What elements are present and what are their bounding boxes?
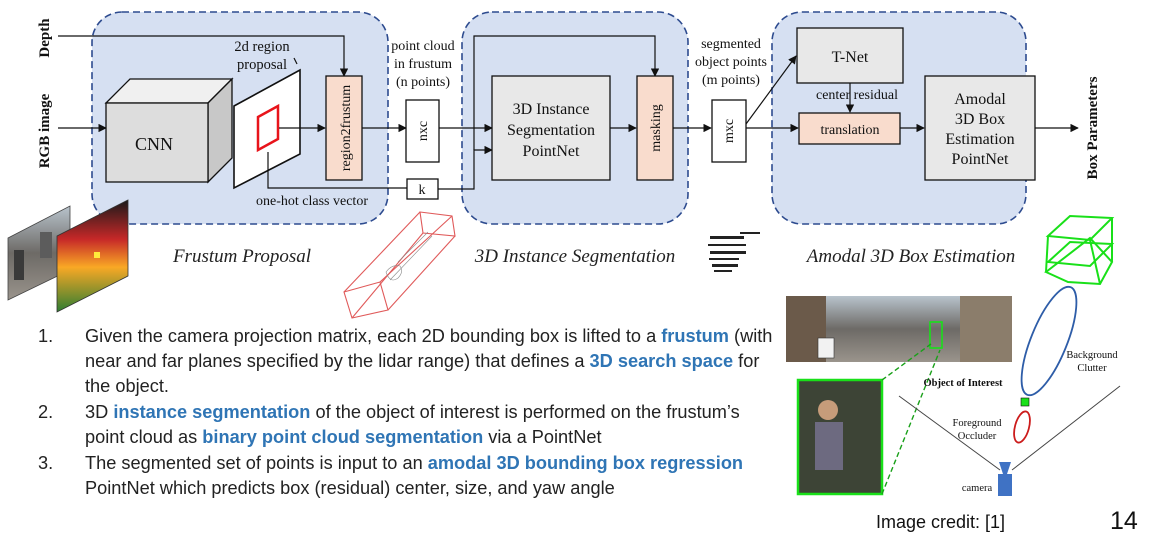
bullet-number: 3.	[38, 453, 54, 473]
proposal-box	[256, 103, 280, 153]
seg-pointnet-label-1: 3D Instance	[513, 101, 590, 118]
proposal-pointer	[293, 57, 298, 65]
bullet-item: 3. The segmented set of points is input t…	[38, 451, 778, 501]
image-plane	[233, 68, 301, 190]
bullet-text: 3D	[85, 402, 114, 422]
amodal-label-4: PointNet	[952, 151, 1009, 168]
bullet-text: (with near and far planes specified by t…	[85, 326, 773, 371]
foreground-label-1: Foreground	[953, 418, 1003, 429]
frustum-3d-sketch	[343, 211, 456, 319]
explanation-list: 1. Given the camera projection matrix, ea…	[38, 324, 778, 502]
street-scene-photo	[786, 296, 1012, 362]
instance-segmentation-title: 3D Instance Segmentation	[474, 246, 676, 267]
tnet-block	[796, 27, 904, 84]
mxc-block	[711, 99, 747, 163]
masking-label: masking	[649, 104, 664, 151]
bullet-text: The segmented set of points is input to …	[85, 453, 428, 473]
amodal-pointnet-block	[924, 75, 1036, 181]
point-cloud-label-1: point cloud	[391, 39, 454, 54]
mxc-to-tnet-arrow	[745, 55, 797, 125]
nxc-block	[405, 99, 440, 163]
depth-label: Depth	[37, 18, 53, 58]
bullet-item: 1. Given the camera projection matrix, ea…	[38, 324, 778, 399]
one-hot-line	[267, 152, 407, 189]
output-3d-box	[1044, 214, 1115, 286]
mxc-label: mxc	[722, 119, 737, 143]
background-label-1: Background	[1066, 350, 1118, 361]
background-label-2: Clutter	[1077, 363, 1107, 374]
segmented-points-sketch	[708, 232, 760, 272]
cnn-block: CNN	[104, 77, 234, 184]
cropped-object-image	[796, 378, 884, 496]
bullet-number: 2.	[38, 402, 54, 422]
region-proposal-label-1: 2d region	[234, 39, 290, 55]
image-credit: Image credit: [1]	[876, 512, 1006, 532]
box-estimation-title: Amodal 3D Box Estimation	[805, 246, 1015, 267]
crop-connector-2	[881, 349, 941, 495]
bullet-text: for the object.	[85, 351, 760, 396]
depth-arrow	[58, 35, 349, 77]
highlight-term: 3D search space	[589, 351, 734, 371]
input-images-thumbnail	[7, 199, 129, 313]
frustum-points-sketch	[385, 231, 433, 281]
bullet-text: via a PointNet	[483, 427, 602, 447]
camera-label: camera	[962, 483, 993, 494]
segmented-label-3: (m points)	[702, 73, 760, 88]
translation-block	[798, 112, 901, 145]
rgb-image-label: RGB image	[37, 93, 53, 168]
one-hot-label: one-hot class vector	[256, 194, 368, 209]
amodal-label-3: Estimation	[945, 131, 1014, 148]
region-proposal-label-2: proposal	[237, 57, 287, 73]
highlight-term: instance segmentation	[113, 402, 311, 422]
camera-icon	[999, 462, 1011, 474]
nxc-label: nxc	[416, 121, 431, 141]
point-cloud-label-3: (n points)	[396, 75, 450, 90]
highlight-term: binary point cloud segmentation	[202, 427, 484, 447]
frustum-proposal-title: Frustum Proposal	[172, 246, 311, 267]
segmented-label-2: object points	[695, 55, 767, 70]
box-parameters-label: Box Parameters	[1085, 76, 1101, 179]
crop-connector-1	[881, 343, 932, 381]
bullet-text: Given the camera projection matrix, each…	[85, 326, 662, 346]
page-number: 14	[1110, 507, 1138, 535]
bullet-item: 2. 3D instance segmentation of the object…	[38, 400, 778, 450]
cnn-label: CNN	[135, 134, 173, 154]
highlight-term: amodal 3D bounding box regression	[427, 453, 744, 473]
point-cloud-label-2: in frustum	[394, 57, 452, 72]
seg-pointnet-label-2: Segmentation	[507, 122, 595, 139]
k-label: k	[419, 183, 426, 198]
bullet-text: PointNet which predicts box (residual) c…	[85, 478, 615, 498]
amodal-label-1: Amodal	[954, 91, 1006, 108]
translation-label: translation	[820, 123, 879, 138]
topdown-diagram	[898, 285, 1121, 496]
amodal-label-2: 3D Box	[955, 111, 1005, 128]
highlight-term: frustum	[661, 326, 729, 346]
foreground-label-2: Occluder	[958, 431, 997, 442]
masking-block	[636, 75, 674, 181]
bullet-text: of the object of interest is performed o…	[85, 402, 740, 447]
seg-pointnet-block	[491, 75, 611, 181]
k-to-seg-arrow	[438, 145, 493, 190]
region2frustum-block	[325, 75, 363, 181]
region2frustum-label: region2frustum	[339, 85, 354, 171]
k-to-masking-line	[473, 35, 660, 150]
bullet-number: 1.	[38, 326, 54, 346]
center-residual-label: center residual	[816, 88, 898, 103]
segmented-label-1: segmented	[701, 37, 761, 52]
tnet-label: T-Net	[832, 49, 869, 66]
object-of-interest-label: Object of Interest	[923, 378, 1003, 389]
seg-pointnet-label-3: PointNet	[523, 143, 580, 160]
